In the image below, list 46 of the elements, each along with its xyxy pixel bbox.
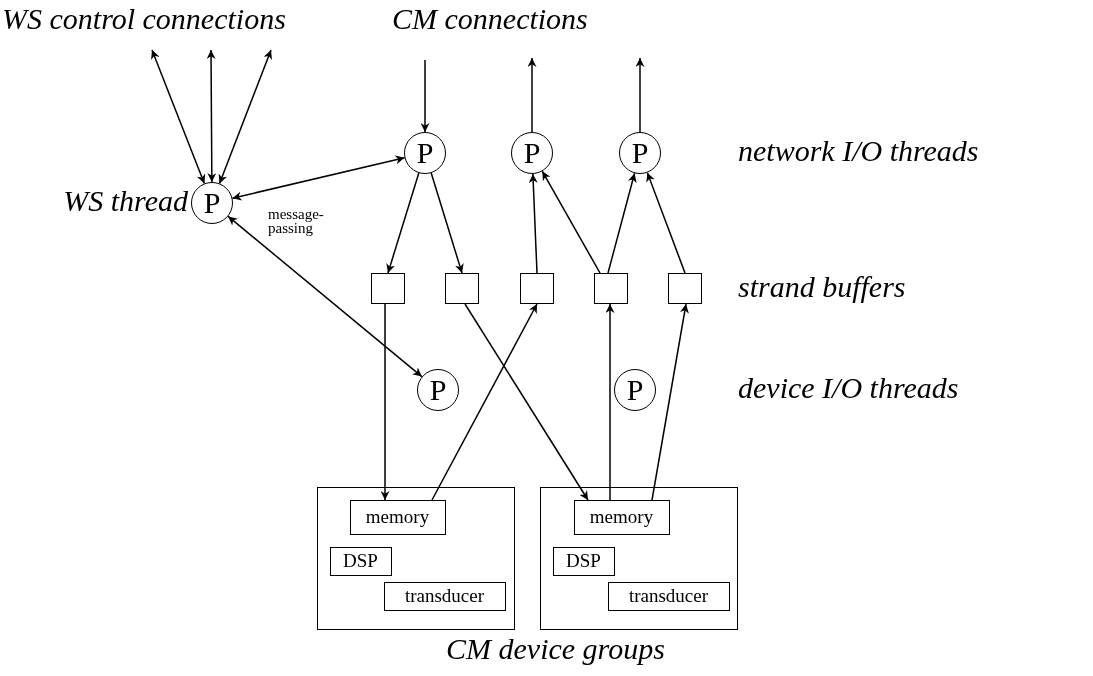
buffer-box xyxy=(445,273,479,304)
buffer-box xyxy=(520,273,554,304)
arrow xyxy=(464,303,589,501)
process-circle: P xyxy=(619,132,661,174)
heading-label: CM connections xyxy=(392,2,588,35)
arrow xyxy=(605,303,615,501)
buffer-box xyxy=(668,273,702,304)
arrow xyxy=(651,303,689,501)
heading-label: WS control connections xyxy=(2,2,286,35)
process-circle: P xyxy=(191,182,233,224)
component-box: DSP xyxy=(552,546,615,576)
arrow xyxy=(231,155,406,201)
tier-label: strand buffers xyxy=(738,270,906,303)
process-circle: P xyxy=(511,132,553,174)
arrow xyxy=(420,59,430,133)
component-box: memory xyxy=(349,499,446,535)
arrow xyxy=(151,49,206,185)
device-group-box xyxy=(317,487,515,630)
component-box: transducer xyxy=(383,581,506,611)
tier-label: WS thread xyxy=(63,184,188,217)
arrow xyxy=(528,173,538,274)
component-box: DSP xyxy=(329,546,392,576)
arrow xyxy=(646,171,686,274)
arrow xyxy=(541,170,601,274)
arrow xyxy=(227,215,423,378)
arrow xyxy=(386,172,420,274)
arrow xyxy=(380,303,390,501)
tier-label: device I/O threads xyxy=(738,371,959,404)
buffer-box xyxy=(594,273,628,304)
process-circle: P xyxy=(417,369,459,411)
edge-note: message-passing xyxy=(268,207,325,236)
arrow xyxy=(430,172,464,274)
arrow xyxy=(607,172,637,274)
arrow xyxy=(527,57,537,133)
buffer-box xyxy=(371,273,405,304)
arrow xyxy=(635,57,645,133)
component-box: transducer xyxy=(607,581,730,611)
device-group-box xyxy=(540,487,738,630)
arrow xyxy=(218,49,272,185)
arrow xyxy=(206,49,217,183)
arrow xyxy=(431,303,538,501)
process-circle: P xyxy=(614,369,656,411)
process-circle: P xyxy=(404,132,446,174)
component-box: memory xyxy=(573,499,670,535)
tier-label: network I/O threads xyxy=(738,134,979,167)
caption: CM device groups xyxy=(446,632,665,665)
